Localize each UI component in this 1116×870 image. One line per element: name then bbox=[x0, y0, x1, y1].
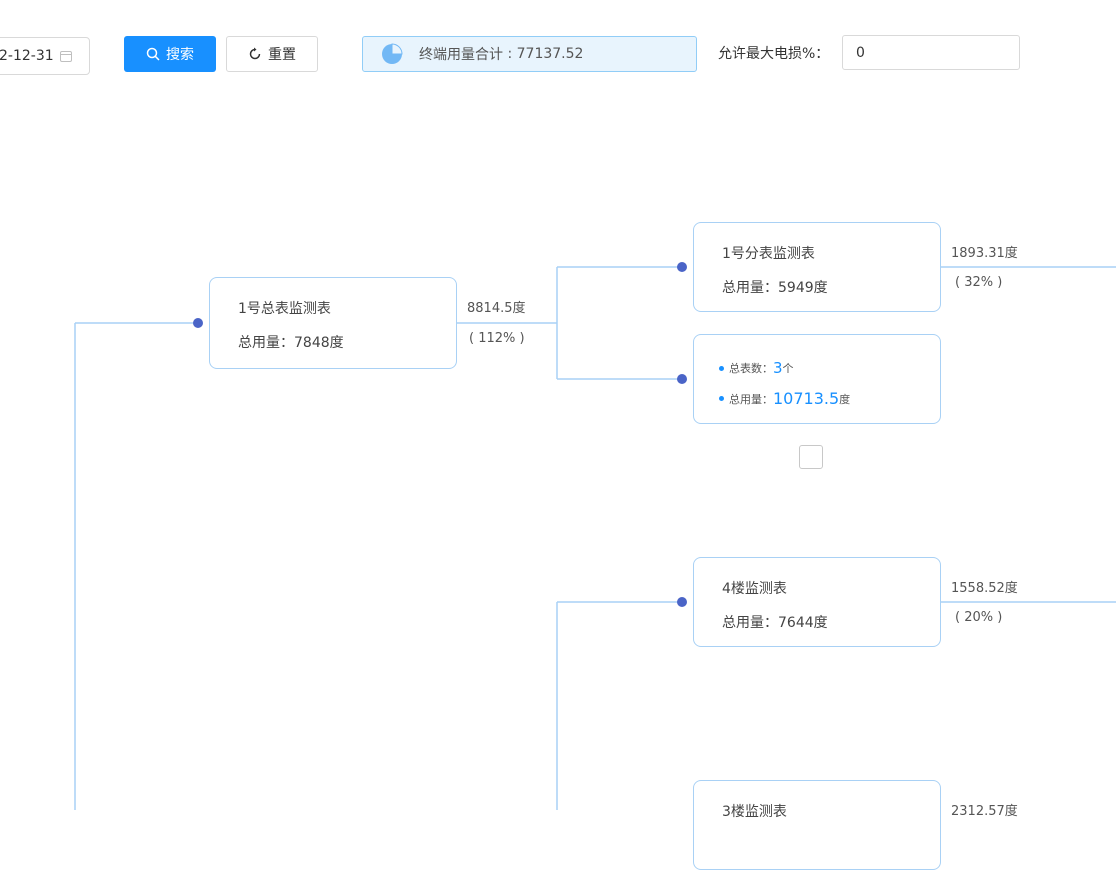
edge-value: 1558.52度 bbox=[951, 581, 1018, 596]
summary-count-row: 总表数： 3 个 bbox=[719, 359, 794, 377]
summary-count-value: 3 bbox=[773, 359, 783, 377]
tree-connectors bbox=[74, 262, 1116, 810]
date-range-end-field[interactable]: 2-12-31 bbox=[0, 37, 90, 75]
node-total: 总用量：7848度 bbox=[238, 335, 344, 351]
search-button-label: 搜索 bbox=[166, 47, 194, 63]
summary-value: 77137.52 bbox=[516, 46, 584, 62]
max-loss-label: 允许最大电损%： bbox=[718, 46, 830, 62]
expand-toggle[interactable] bbox=[799, 445, 823, 469]
pie-chart-icon bbox=[382, 43, 403, 64]
summary-separator: : bbox=[503, 46, 517, 62]
edge-percent: ( 32% ) bbox=[955, 275, 1003, 290]
node-name: 3楼监测表 bbox=[722, 804, 787, 820]
max-loss-input[interactable]: 0 bbox=[842, 35, 1020, 70]
search-button[interactable]: 搜索 bbox=[124, 36, 216, 72]
connector-dot bbox=[193, 318, 203, 328]
bullet-dot bbox=[719, 365, 724, 371]
calendar-icon bbox=[59, 50, 72, 62]
edge-value: 1893.31度 bbox=[951, 246, 1018, 261]
node-name: 4楼监测表 bbox=[722, 581, 787, 597]
tree-node-child-3[interactable]: 4楼监测表 总用量：7644度 bbox=[693, 557, 941, 647]
reset-button-label: 重置 bbox=[268, 47, 296, 63]
search-icon bbox=[146, 47, 160, 61]
edge-percent: ( 20% ) bbox=[955, 610, 1003, 625]
tree-node-summary[interactable]: 总表数： 3 个 总用量： 10713.5 度 bbox=[693, 334, 941, 424]
node-total: 总用量：7644度 bbox=[722, 615, 828, 631]
node-total: 总用量：5949度 bbox=[722, 280, 828, 296]
summary-usage-row: 总用量： 10713.5 度 bbox=[719, 389, 850, 408]
summary-label: 终端用量合计 bbox=[419, 47, 503, 63]
reset-icon bbox=[249, 47, 261, 60]
bullet-dot bbox=[719, 396, 724, 401]
connector-dot bbox=[677, 597, 687, 607]
terminal-usage-total: 终端用量合计 : 77137.52 bbox=[362, 36, 697, 72]
tree-node-child-4[interactable]: 3楼监测表 bbox=[693, 780, 941, 870]
connector-dot bbox=[677, 374, 687, 384]
edge-percent: ( 112% ) bbox=[469, 331, 525, 346]
summary-usage-value: 10713.5 bbox=[773, 389, 840, 408]
reset-button[interactable]: 重置 bbox=[226, 36, 318, 72]
connector-dot bbox=[677, 262, 687, 272]
node-name: 1号分表监测表 bbox=[722, 246, 815, 262]
date-value: 2-12-31 bbox=[0, 48, 54, 64]
max-loss-value: 0 bbox=[856, 44, 865, 61]
tree-node-child-1[interactable]: 1号分表监测表 总用量：5949度 bbox=[693, 222, 941, 312]
node-name: 1号总表监测表 bbox=[238, 301, 331, 317]
edge-value: 8814.5度 bbox=[467, 301, 526, 316]
tree-node-root[interactable]: 1号总表监测表 总用量：7848度 bbox=[209, 277, 457, 369]
